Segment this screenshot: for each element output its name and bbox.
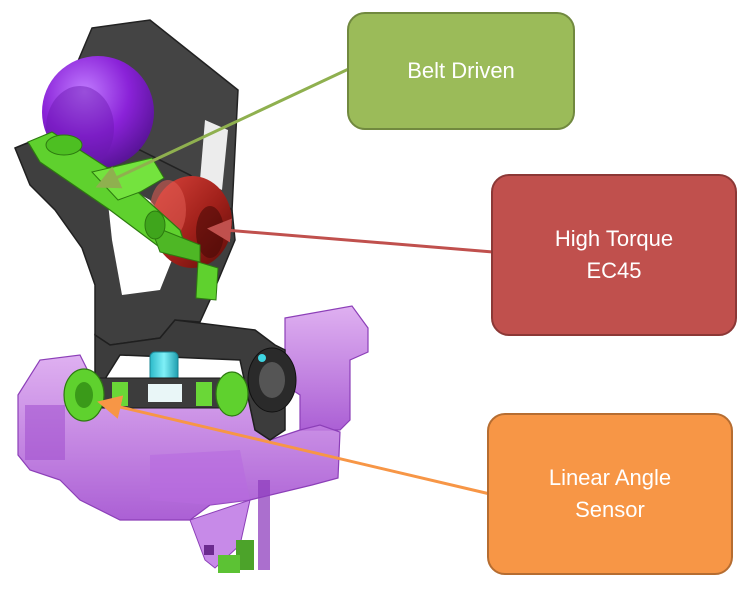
shaft-assembly <box>63 351 249 422</box>
arrow-belt <box>95 64 356 189</box>
callout-sensor-label: Linear Angle Sensor <box>548 465 672 522</box>
callout-motor-label: High Torque EC45 <box>554 226 674 283</box>
callout-linear-angle-sensor: Linear Angle Sensor <box>487 413 733 575</box>
callout-high-torque: High Torque EC45 <box>491 174 737 336</box>
callout-belt-driven: Belt Driven <box>347 12 575 130</box>
arrow-motor <box>207 218 494 254</box>
green-belt-assembly <box>27 131 219 301</box>
callout-belt-label: Belt Driven <box>407 58 515 84</box>
lower-green-parts <box>218 540 254 573</box>
arrow-sensor <box>97 395 491 496</box>
